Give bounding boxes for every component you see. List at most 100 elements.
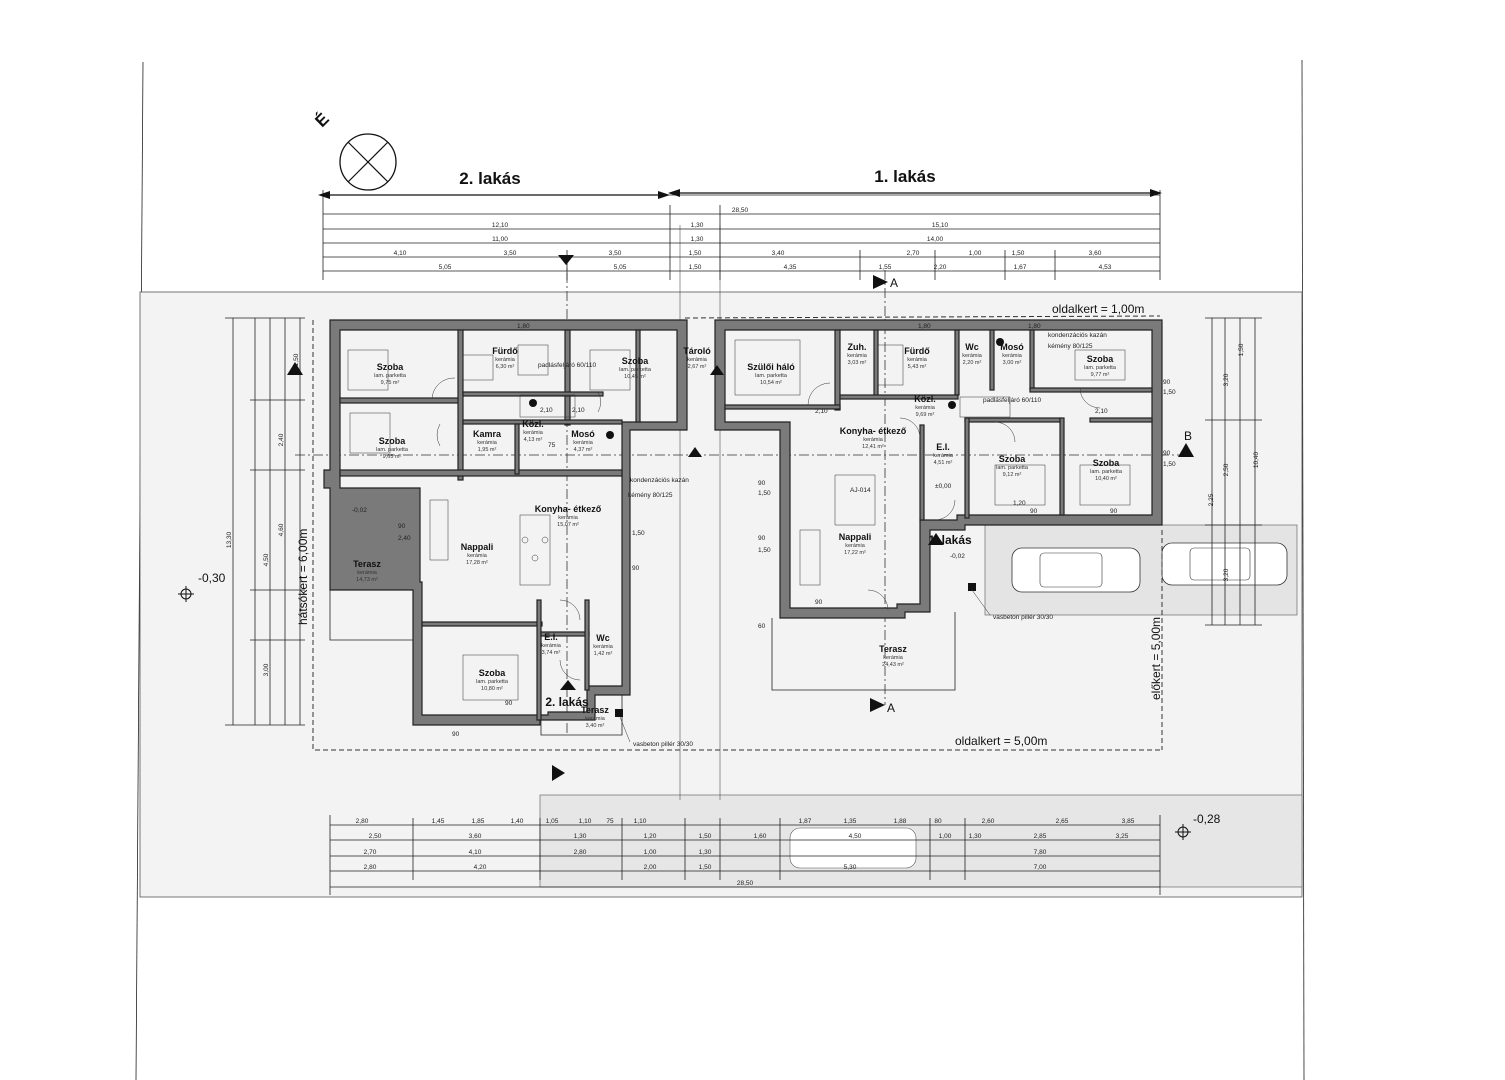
dim-right-1: 10,40: [1253, 451, 1260, 468]
svg-text:Szoba: Szoba: [479, 668, 506, 678]
svg-text:90: 90: [632, 565, 640, 572]
section-marker-a-top: [873, 275, 888, 289]
svg-text:Wc: Wc: [596, 633, 610, 643]
dim-bot-r1-11: 1,88: [894, 818, 907, 825]
svg-text:9,69 m²: 9,69 m²: [916, 412, 935, 418]
section-marker-b-left: [287, 362, 303, 375]
dim-top-r4-8: 1,50: [1012, 250, 1025, 257]
svg-text:60: 60: [758, 623, 766, 630]
dim-top-r4-5: 3,40: [772, 250, 785, 257]
marker-mid-2: [710, 365, 724, 375]
svg-text:Szoba: Szoba: [1093, 458, 1120, 468]
chimney-dot-1: [948, 401, 956, 409]
svg-text:1,50: 1,50: [632, 530, 645, 537]
svg-text:Terasz: Terasz: [879, 644, 907, 654]
dim-top-r2-2: 1,30: [691, 222, 704, 229]
setback-side-top-label: oldalkert = 1,00m: [1052, 302, 1144, 316]
dim-top-r5-1: 5,05: [439, 264, 452, 271]
svg-text:kerámia: kerámia: [467, 553, 488, 559]
svg-text:Szoba: Szoba: [999, 454, 1026, 464]
svg-text:9,12 m²: 9,12 m²: [1003, 472, 1022, 478]
svg-text:90: 90: [1163, 450, 1171, 457]
svg-text:Fürdő: Fürdő: [492, 346, 518, 356]
dim-top-r3-2: 1,30: [691, 236, 704, 243]
pillar-1: [968, 583, 976, 591]
svg-text:E.I.: E.I.: [544, 632, 558, 642]
chimney-label-2: kémény 80/125: [628, 492, 673, 499]
svg-text:lam. parketta: lam. parketta: [755, 373, 788, 379]
svg-text:Közl.: Közl.: [914, 394, 936, 404]
dim-top-r5-2: 5,05: [614, 264, 627, 271]
setback-rear-label: hátsókert = 6,00m: [296, 529, 310, 625]
dim-bot-r3-4: 1,00: [644, 849, 657, 856]
dim-bot-r4-5: 5,30: [844, 864, 857, 871]
svg-text:lam. parketta: lam. parketta: [476, 679, 509, 685]
bottom-dimension-chains: [329, 815, 1161, 895]
svg-text:1,50: 1,50: [758, 547, 771, 554]
dim-bot-r2-2: 3,60: [469, 833, 482, 840]
dim-left-5: 2,40: [278, 433, 285, 446]
svg-text:2,10: 2,10: [1095, 408, 1108, 415]
dim-top-r3-3: 14,00: [927, 236, 944, 243]
attic-hatch-2: [519, 394, 576, 418]
dim-bot-r4-1: 2,80: [364, 864, 377, 871]
svg-text:Fürdő: Fürdő: [904, 346, 930, 356]
dim-bot-r1-9: 1,87: [799, 818, 812, 825]
attic-hatch-1: [959, 396, 1011, 418]
svg-text:2,40: 2,40: [398, 535, 411, 542]
room-area: 9,75 m²: [381, 380, 400, 386]
level-right-label: -0,28: [1193, 812, 1221, 826]
dim-top-r4-2: 3,50: [504, 250, 517, 257]
level-left-label: -0,30: [198, 571, 226, 585]
dim-bot-r3-5: 1,30: [699, 849, 712, 856]
pillar-2: [615, 709, 623, 717]
svg-text:Mosó: Mosó: [571, 429, 595, 439]
dim-right-3: 2,50: [1223, 463, 1230, 476]
section-a-top-label: A: [890, 276, 898, 290]
dim-left-2: 4,50: [263, 553, 270, 566]
dim-top-r4-3: 3,50: [609, 250, 622, 257]
chimney-dot-2b: [606, 431, 614, 439]
dim-right-5: 3,20: [1223, 568, 1230, 581]
svg-text:10,40 m²: 10,40 m²: [1095, 476, 1117, 482]
svg-text:1,50: 1,50: [1163, 389, 1176, 396]
dim-overall-bottom: 28,50: [737, 880, 754, 887]
opening-notes: 90 2,40 2,10 2,10 75 1,50 90 1,80 1,80 1…: [398, 323, 1176, 738]
dim-right-6: 1,50: [1238, 343, 1245, 356]
dim-top-r4-9: 3,60: [1089, 250, 1102, 257]
unit1-arrow-left: [668, 189, 680, 197]
entrance-arrow-2: [560, 680, 576, 690]
unit1-entrance-label: 1. lakás: [928, 533, 972, 547]
unit2-arrow-left: [318, 191, 330, 199]
svg-text:3,00 m²: 3,00 m²: [1003, 360, 1022, 366]
furniture: [347, 339, 1131, 701]
left-dimension-chains: [225, 317, 305, 726]
dim-bot-r1-5: 1,05: [546, 818, 559, 825]
dim-bot-r2-5: 1,50: [699, 833, 712, 840]
svg-text:kerámia: kerámia: [558, 515, 579, 521]
svg-text:kerámia: kerámia: [593, 644, 614, 650]
dim-top-r4-1: 4,10: [394, 250, 407, 257]
dim-bot-r1-6: 1,10: [579, 818, 592, 825]
boiler-label-2: kondenzációs kazán: [630, 477, 689, 484]
driveway: [539, 794, 1303, 888]
svg-text:lam. parketta: lam. parketta: [376, 447, 409, 453]
svg-text:9,65 m²: 9,65 m²: [383, 454, 402, 460]
setback-side-bottom-label: oldalkert = 5,00m: [955, 734, 1047, 748]
dim-top-r5-4: 4,35: [784, 264, 797, 271]
svg-text:Nappali: Nappali: [461, 542, 494, 552]
setback-line-top: [684, 315, 1161, 319]
svg-text:1,20: 1,20: [1013, 500, 1026, 507]
chimney-dot-2: [529, 399, 537, 407]
north-arrow: [339, 133, 397, 191]
dim-top-r5-7: 1,67: [1014, 264, 1027, 271]
svg-text:2,20 m²: 2,20 m²: [963, 360, 982, 366]
right-dimension-chains: [1205, 317, 1262, 626]
svg-text:90: 90: [758, 480, 766, 487]
svg-text:Szoba: Szoba: [622, 356, 649, 366]
svg-text:90: 90: [758, 535, 766, 542]
pillar-leader-2: [619, 716, 631, 743]
dim-bot-r1-12: 80: [934, 818, 942, 825]
level-mark-right: [1175, 824, 1191, 840]
